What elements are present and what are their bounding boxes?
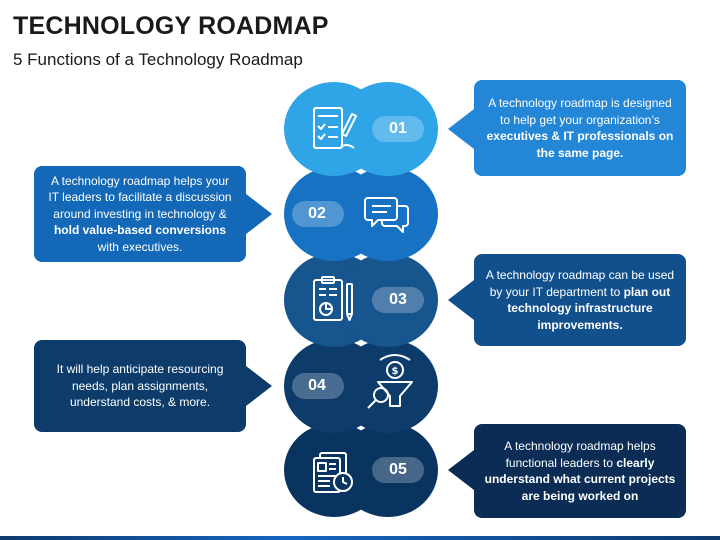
callout-text-3: A technology roadmap can be used by your… [484,267,676,333]
callout-box-5: A technology roadmap helps functional le… [474,424,686,518]
callout-box-1: A technology roadmap is designed to help… [474,80,686,176]
callout-text-2: A technology roadmap helps your IT leade… [44,173,236,256]
step-number-4: 04 [308,377,326,394]
number-pill-4 [292,373,344,399]
callout-text-fragment: executives & IT professionals on the sam… [486,129,674,160]
callout-text-fragment: A technology roadmap helps your IT leade… [48,173,232,221]
step-shape-2 [284,167,438,261]
callout-pointer-4 [246,366,272,406]
callout-text-fragment: A technology roadmap helps functional le… [504,439,656,470]
number-pill-2 [292,201,344,227]
callout-text-1: A technology roadmap is designed to help… [484,95,676,161]
callout-text-4: It will help anticipate resourcing needs… [44,361,236,411]
callout-text-fragment: clearly understand what current projects… [484,455,676,503]
callout-box-2: A technology roadmap helps your IT leade… [34,166,246,262]
page-title: TECHNOLOGY ROADMAP [13,12,329,40]
footer-bar [0,536,720,540]
callout-box-3: A technology roadmap can be used by your… [474,254,686,346]
callout-box-4: It will help anticipate resourcing needs… [34,340,246,432]
step-number-1: 01 [389,120,407,137]
callout-text-fragment: plan out technology infrastructure impro… [507,284,671,332]
callout-pointer-2 [246,194,272,234]
chat-bubbles-icon [364,197,409,233]
funnel-search-icon: $ [367,354,413,409]
report-clipboard-pen-icon [313,276,353,321]
callout-text-5: A technology roadmap helps functional le… [484,438,676,504]
step-number-2: 02 [308,205,326,222]
callout-pointer-3 [448,280,474,320]
callout-pointer-5 [448,450,474,490]
documents-clock-icon [313,452,353,493]
checklist-clipboard-icon [313,107,357,149]
callout-text-fragment: A technology roadmap is designed to help… [488,96,672,127]
callout-text-fragment: hold value-based conversions [53,223,227,238]
callout-pointer-1 [448,109,474,149]
number-pill-5 [372,457,424,483]
svg-text:$: $ [392,366,399,377]
step-number-5: 05 [389,461,407,478]
number-pill-1 [372,116,424,142]
number-pill-3 [372,287,424,313]
callout-text-fragment: It will help anticipate resourcing needs… [56,362,224,410]
step-shape-4 [284,339,438,433]
callout-text-fragment: A technology roadmap can be used by your… [485,268,675,299]
page-subtitle: 5 Functions of a Technology Roadmap [13,50,303,69]
step-number-3: 03 [389,291,407,308]
callout-text-fragment: with executives. [97,239,183,254]
